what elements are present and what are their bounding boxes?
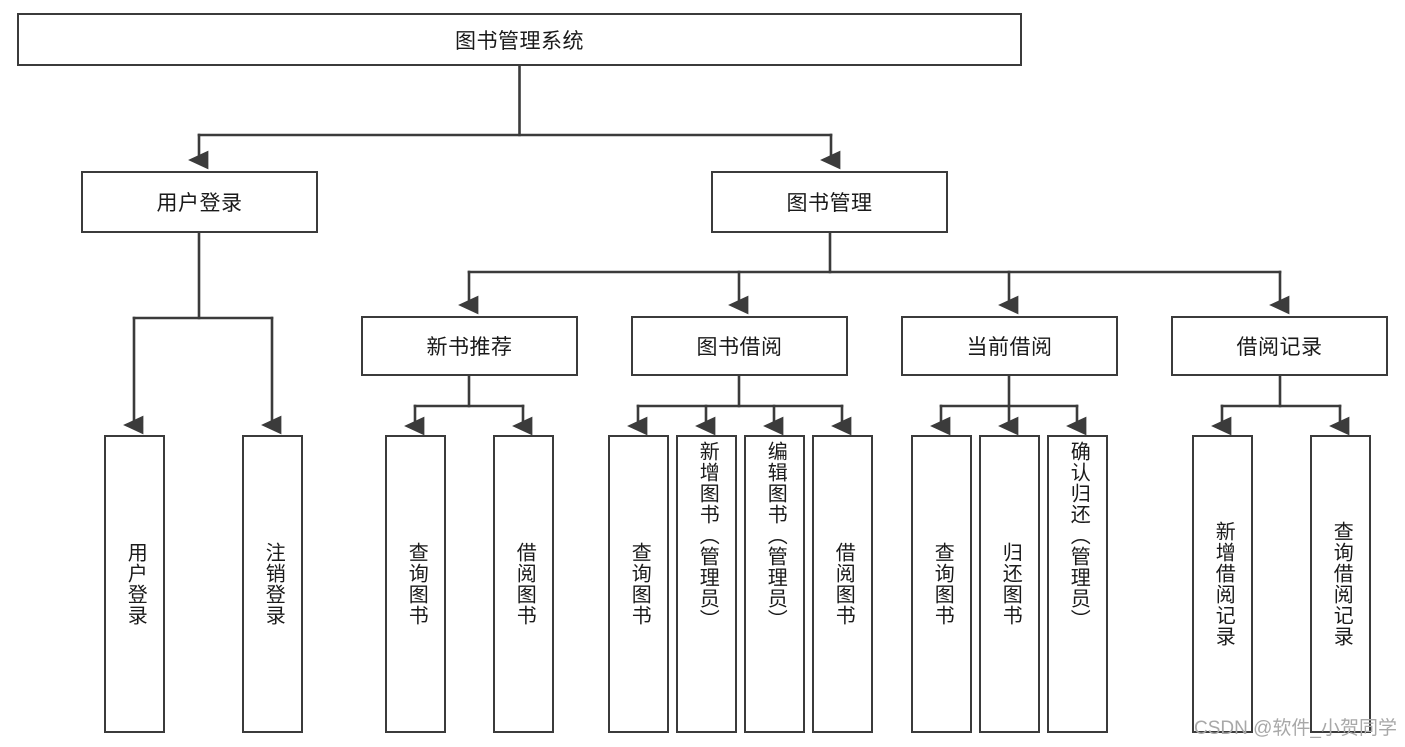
- node-label: 查询图书: [628, 542, 651, 626]
- node-leaf-return-book[interactable]: 归还图书: [979, 435, 1040, 733]
- node-label: 查询图书: [931, 542, 954, 626]
- node-leaf-logout[interactable]: 注销登录: [242, 435, 303, 733]
- vertical-text-wrap: 注销登录: [244, 437, 301, 731]
- node-leaf-query-book-recommend[interactable]: 查询图书: [385, 435, 446, 733]
- node-label: 确认归还（管理员）: [1067, 441, 1090, 630]
- node-leaf-edit-book-admin[interactable]: 编辑图书（管理员）: [744, 435, 805, 733]
- node-label: 用户登录: [124, 542, 147, 626]
- node-leaf-add-borrow-record[interactable]: 新增借阅记录: [1192, 435, 1253, 733]
- vertical-text-wrap: 查询图书: [387, 437, 444, 731]
- node-label: 图书借阅: [696, 336, 783, 359]
- node-label: 借阅图书: [832, 542, 855, 626]
- node-label: 借阅记录: [1236, 336, 1323, 359]
- node-leaf-query-borrow-record[interactable]: 查询借阅记录: [1310, 435, 1371, 733]
- watermark-text: CSDN @软件_小贺同学: [1194, 718, 1397, 739]
- vertical-text-wrap: 新增借阅记录: [1194, 437, 1251, 731]
- node-label: 查询图书: [405, 542, 428, 626]
- node-label: 当前借阅: [966, 336, 1053, 359]
- vertical-text-wrap: 借阅图书: [814, 437, 871, 731]
- vertical-text-wrap: 查询图书: [610, 437, 667, 731]
- node-leaf-user-login[interactable]: 用户登录: [104, 435, 165, 733]
- node-label: 新增借阅记录: [1212, 521, 1235, 647]
- node-leaf-borrow-book-recommend[interactable]: 借阅图书: [493, 435, 554, 733]
- node-label: 查询借阅记录: [1330, 521, 1353, 647]
- node-book-borrow[interactable]: 图书借阅: [631, 316, 848, 376]
- node-label: 注销登录: [262, 542, 285, 626]
- vertical-text-wrap: 用户登录: [106, 437, 163, 731]
- node-user-login[interactable]: 用户登录: [81, 171, 318, 233]
- vertical-text-wrap: 归还图书: [981, 437, 1038, 731]
- node-label: 用户登录: [156, 192, 243, 215]
- vertical-text-wrap: 查询借阅记录: [1312, 437, 1369, 731]
- node-label: 图书管理: [786, 192, 873, 215]
- vertical-text-wrap: 借阅图书: [495, 437, 552, 731]
- vertical-text-wrap: 编辑图书（管理员）: [746, 437, 803, 731]
- node-current-borrow[interactable]: 当前借阅: [901, 316, 1118, 376]
- vertical-text-wrap: 查询图书: [913, 437, 970, 731]
- vertical-text-wrap: 确认归还（管理员）: [1049, 437, 1106, 731]
- node-label: 新增图书（管理员）: [696, 441, 719, 630]
- node-book-management[interactable]: 图书管理: [711, 171, 948, 233]
- node-leaf-add-book-admin[interactable]: 新增图书（管理员）: [676, 435, 737, 733]
- node-leaf-borrow-book[interactable]: 借阅图书: [812, 435, 873, 733]
- node-root-system[interactable]: 图书管理系统: [17, 13, 1022, 66]
- vertical-text-wrap: 新增图书（管理员）: [678, 437, 735, 731]
- node-leaf-query-book-borrow[interactable]: 查询图书: [608, 435, 669, 733]
- node-leaf-confirm-return-admin[interactable]: 确认归还（管理员）: [1047, 435, 1108, 733]
- node-label: 编辑图书（管理员）: [764, 441, 787, 630]
- node-borrow-record[interactable]: 借阅记录: [1171, 316, 1388, 376]
- node-label: 新书推荐: [426, 336, 513, 359]
- node-label: 图书管理系统: [455, 29, 584, 53]
- node-leaf-query-book-current[interactable]: 查询图书: [911, 435, 972, 733]
- node-new-book-recommend[interactable]: 新书推荐: [361, 316, 578, 376]
- node-label: 归还图书: [999, 542, 1022, 626]
- node-label: 借阅图书: [513, 542, 536, 626]
